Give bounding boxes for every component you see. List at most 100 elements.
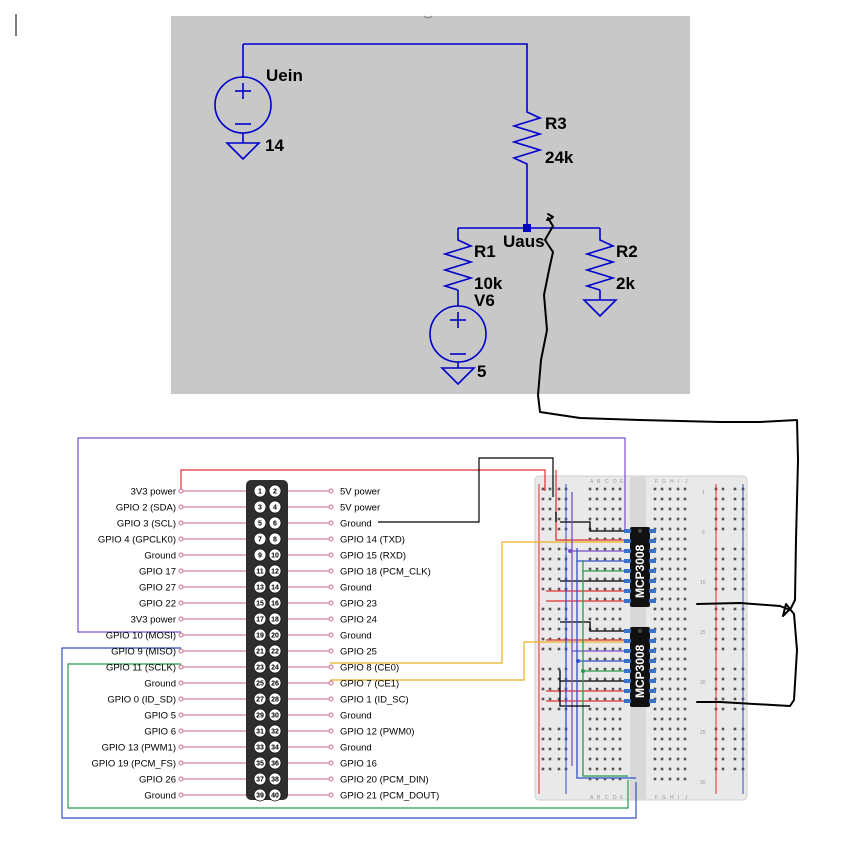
breadboard-hole (683, 507, 687, 511)
breadboard-hole (603, 557, 607, 561)
chip-pin (624, 629, 631, 633)
breadboard-hole (660, 487, 664, 491)
pin-end-left (178, 792, 184, 798)
breadboard-hole (676, 667, 680, 671)
breadboard-hole (653, 737, 657, 741)
pin-number: 10 (271, 553, 279, 560)
pin-end-right (328, 744, 334, 750)
mcp3008-chip-2[interactable]: MCP3008 (624, 627, 656, 707)
chip-pin (649, 639, 656, 643)
breadboard-hole (595, 627, 599, 631)
pin-end-right (328, 520, 334, 526)
resistor-r1[interactable] (442, 236, 474, 291)
gpio-left-label: GPIO 19 (PCM_FS) (92, 759, 176, 770)
breadboard-hole (733, 567, 737, 571)
breadboard-hole (588, 687, 592, 691)
breadboard-hole (541, 527, 545, 531)
source1-value: 14 (265, 136, 284, 155)
breadboard-hole (660, 677, 664, 681)
breadboard-hole (548, 487, 552, 491)
breadboard-hole (603, 607, 607, 611)
gpio-left-label: GPIO 0 (ID_SD) (107, 695, 176, 706)
breadboard-hole (721, 637, 725, 641)
breadboard-hole (588, 567, 592, 571)
breadboard-hole (595, 647, 599, 651)
breadboard-hole (541, 737, 545, 741)
breadboard-hole (683, 537, 687, 541)
breadboard-hole (683, 617, 687, 621)
breadboard-hole (595, 777, 599, 781)
gpio-right-label: GPIO 25 (340, 647, 377, 658)
pin-end-right (328, 776, 334, 782)
breadboard-hole (548, 707, 552, 711)
breadboard-hole (676, 577, 680, 581)
resistor-r3[interactable] (511, 105, 543, 168)
breadboard-hole (595, 707, 599, 711)
pin-end-right (328, 680, 334, 686)
svg-text:H: H (670, 795, 674, 801)
breadboard-hole (557, 587, 561, 591)
breadboard-hole (733, 577, 737, 581)
breadboard-hole (603, 767, 607, 771)
breadboard-hole (595, 677, 599, 681)
header-pin (253, 500, 267, 514)
header-pin (268, 564, 282, 578)
breadboard-hole (676, 777, 680, 781)
gpio-left-label: GPIO 3 (SCL) (117, 519, 176, 530)
breadboard-hole (541, 747, 545, 751)
breadboard-hole (541, 727, 545, 731)
pin-number: 38 (271, 777, 279, 784)
pin-number: 37 (256, 777, 264, 784)
source1-name: Uein (266, 66, 303, 85)
breadboard-hole (611, 647, 615, 651)
breadboard-hole (668, 627, 672, 631)
svg-text:B: B (597, 479, 601, 485)
breadboard-hole (618, 617, 622, 621)
pin-end-left (178, 664, 184, 670)
pin-end-left (178, 600, 184, 606)
svg-text:G: G (662, 479, 666, 485)
wire-junction (568, 549, 572, 553)
breadboard-hole (541, 507, 545, 511)
voltage-source-uein[interactable] (214, 76, 272, 161)
breadboard-hole (548, 607, 552, 611)
gpio-right-label: GPIO 18 (PCM_CLK) (340, 567, 431, 578)
header-pin (253, 612, 267, 626)
pin-number: 17 (256, 617, 264, 624)
breadboard-hole (721, 687, 725, 691)
breadboard-hole (683, 517, 687, 521)
svg-text:D: D (613, 795, 617, 801)
breadboard-hole (595, 517, 599, 521)
breadboard-hole (603, 527, 607, 531)
breadboard-hole (557, 637, 561, 641)
breadboard-hole (541, 677, 545, 681)
breadboard-hole (668, 737, 672, 741)
breadboard-hole (588, 547, 592, 551)
pin-number: 5 (258, 521, 262, 528)
resistor-r2[interactable] (582, 236, 618, 318)
breadboard-hole (548, 617, 552, 621)
breadboard-hole (611, 517, 615, 521)
breadboard-hole (668, 697, 672, 701)
breadboard-hole (721, 737, 725, 741)
breadboard-hole (653, 507, 657, 511)
r1-value: 10k (474, 274, 503, 293)
pin-number: 4 (273, 505, 277, 512)
r1-name: R1 (474, 242, 496, 261)
breadboard-hole (603, 717, 607, 721)
breadboard-hole (611, 687, 615, 691)
breadboard-hole (618, 527, 622, 531)
pin-end-left (178, 504, 184, 510)
pin-number: 14 (271, 585, 279, 592)
voltage-source-v6[interactable] (429, 305, 487, 386)
header-pin (268, 580, 282, 594)
breadboard-hole (733, 607, 737, 611)
breadboard-hole (733, 557, 737, 561)
mcp3008-chip-1[interactable]: MCP3008 (624, 527, 656, 607)
breadboard-hole (595, 497, 599, 501)
breadboard-hole (541, 767, 545, 771)
breadboard-hole (721, 707, 725, 711)
breadboard-hole (733, 617, 737, 621)
header-pin (268, 516, 282, 530)
